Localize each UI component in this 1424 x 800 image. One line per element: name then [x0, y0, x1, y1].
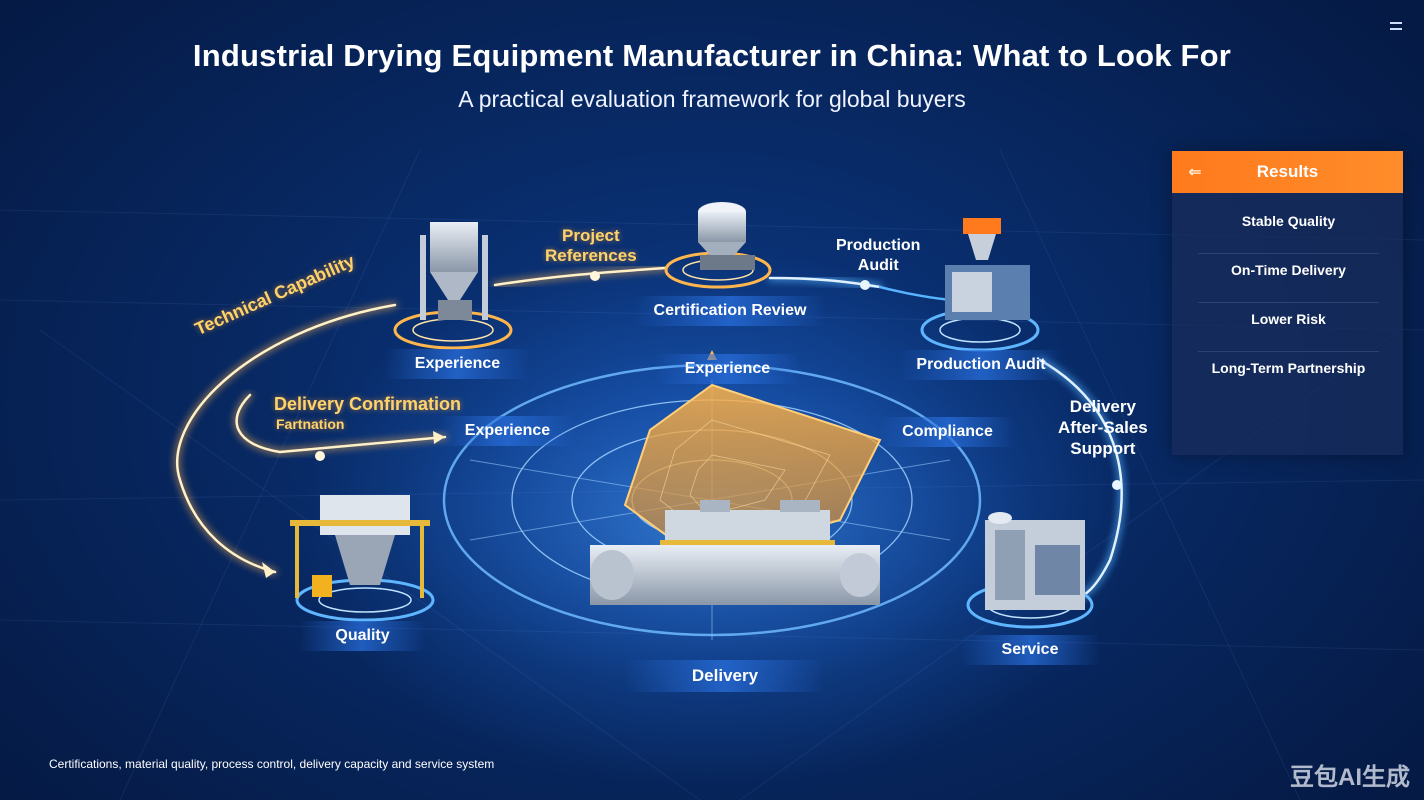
label-delivery-confirmation-sub: Fartnation [276, 416, 345, 432]
node-radar-right: Compliance [880, 417, 1015, 447]
node-quality: Quality [300, 621, 425, 651]
machine-central [590, 500, 880, 605]
machine-service [985, 512, 1085, 610]
results-item: Long-Term Partnership [1198, 351, 1379, 400]
node-delivery: Delivery [625, 660, 825, 692]
results-item: On-Time Delivery [1198, 253, 1379, 302]
page-title: Industrial Drying Equipment Manufacturer… [192, 38, 1232, 73]
results-item: Lower Risk [1198, 302, 1379, 351]
page-subtitle: A practical evaluation framework for glo… [458, 86, 966, 112]
results-item: Stable Quality [1241, 213, 1336, 229]
machine-quality [290, 495, 430, 598]
node-radar-top: Experience [655, 354, 800, 384]
label-delivery-confirmation: Delivery Confirmation [274, 394, 462, 414]
results-title: Results [1256, 162, 1319, 181]
machine-production-audit [945, 218, 1030, 320]
back-arrow-icon[interactable]: ⇐ [1188, 164, 1202, 181]
label-production-audit-flow: Production Audit [836, 237, 921, 274]
node-certification-review: Certification Review [635, 296, 825, 326]
watermark: 豆包AI生成 [1290, 764, 1410, 791]
results-panel: ⇐ Results Stable Quality On-Time Deliver… [1172, 151, 1403, 455]
footer-note: Certifications, material quality, proces… [49, 757, 495, 771]
node-service: Service [960, 635, 1100, 665]
label-project-references: Project References [545, 226, 637, 265]
menu-icon[interactable] [1390, 22, 1402, 34]
node-production-audit: Production Audit [900, 350, 1062, 380]
node-radar-left: Experience [440, 416, 575, 446]
results-list: Stable Quality On-Time Delivery Lower Ri… [1172, 205, 1403, 400]
machine-certification [698, 202, 755, 270]
node-experience-top: Experience [385, 349, 530, 379]
machine-experience-top [420, 222, 488, 320]
label-delivery-support: Delivery After-Sales Support [1058, 397, 1148, 458]
results-header: ⇐ Results [1172, 151, 1403, 193]
